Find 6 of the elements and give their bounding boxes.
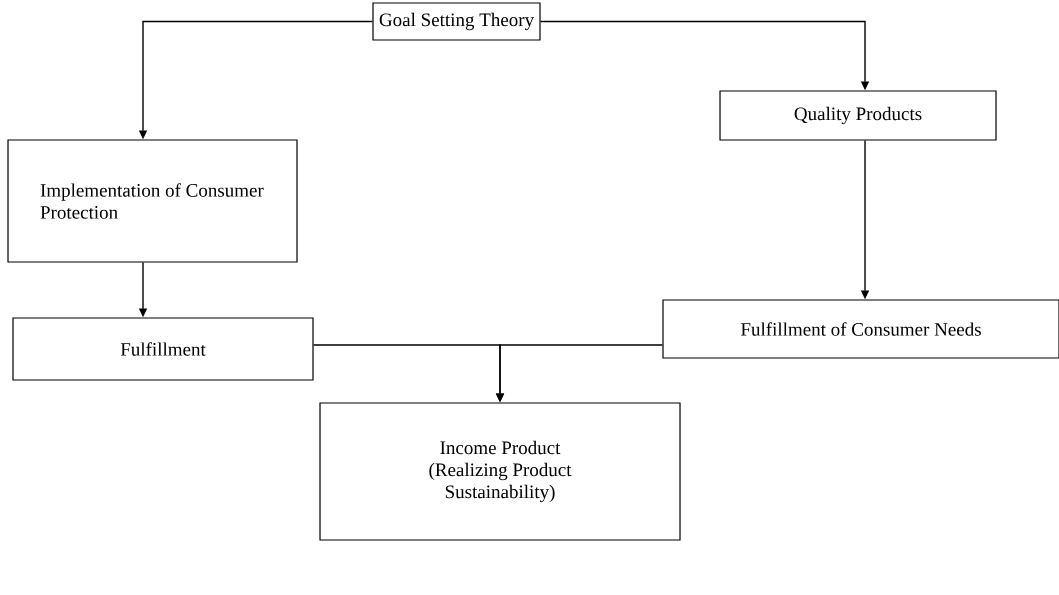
process-box: Quality Products — [719, 90, 997, 141]
process-box: Fulfillment of Consumer Needs — [662, 299, 1059, 359]
process-box: Implementation of Consumer Protection — [7, 139, 298, 263]
process-box: Fulfillment — [12, 317, 314, 381]
process-box: Goal Setting Theory — [372, 2, 541, 41]
process-box: Income Product (Realizing Product Sustainability) — [319, 402, 681, 541]
